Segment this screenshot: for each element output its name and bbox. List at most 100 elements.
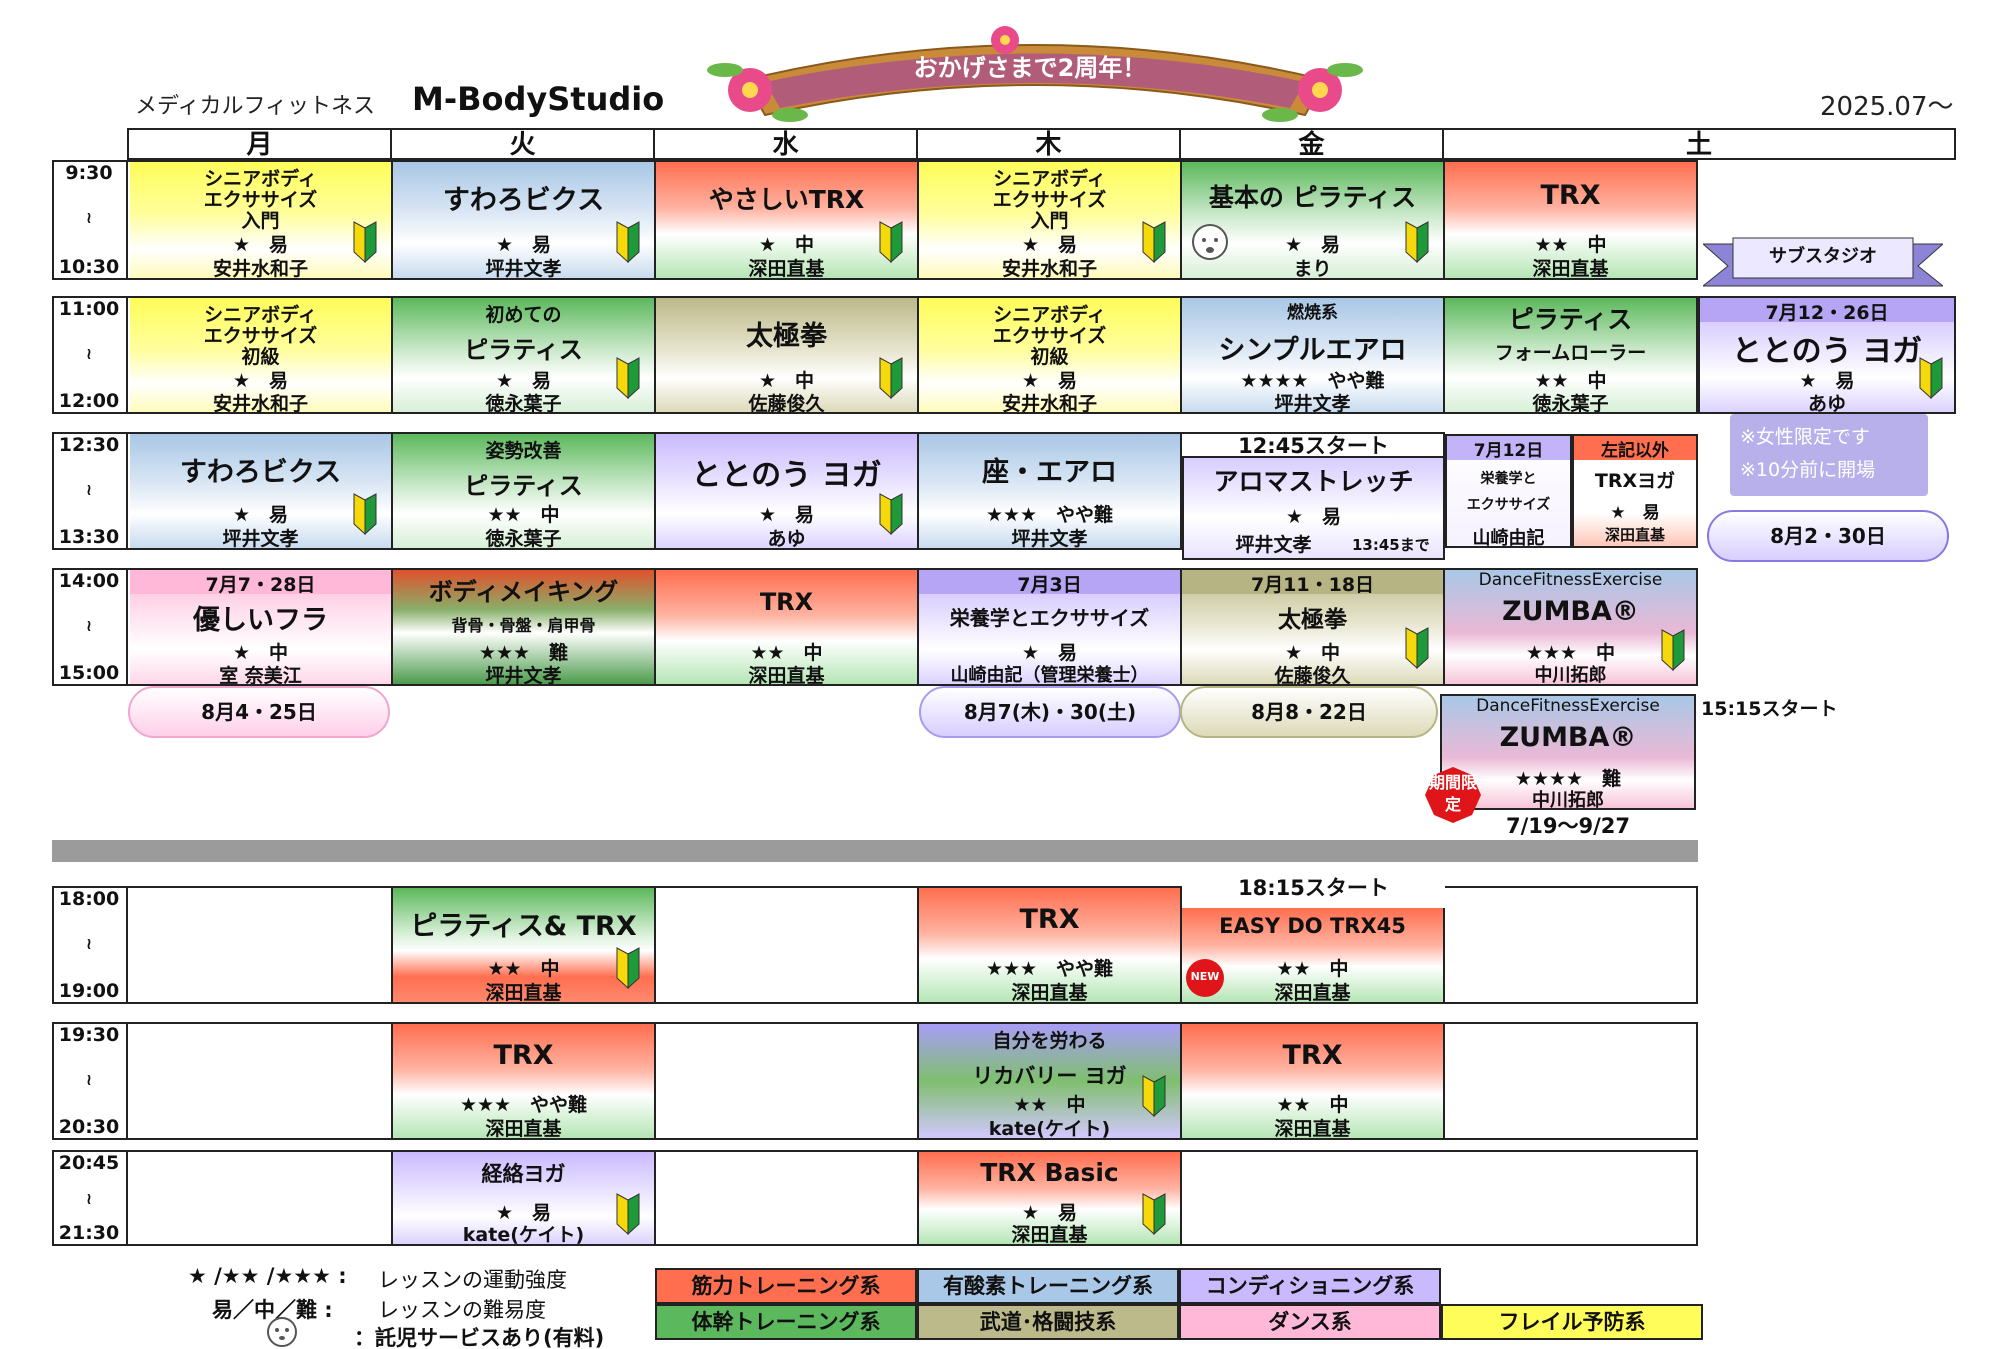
childcare-icon xyxy=(267,1317,297,1347)
lesson-card[interactable]: TRX ★★ 中深田直基 xyxy=(1445,162,1698,278)
studio-subtitle: メディカルフィットネス xyxy=(135,94,376,119)
substudio-note: ※女性限定です ※10分前に開場 xyxy=(1730,414,1928,496)
timeslot-row xyxy=(52,1022,1698,1140)
lesson-card[interactable]: 7月7・28日 優しいフラ ★ 中室 奈美江 xyxy=(130,570,393,684)
limited-badge-text: 期間限定 xyxy=(1428,773,1477,814)
start-time-note: 18:15スタート xyxy=(1182,872,1445,902)
substudio-ribbon xyxy=(1703,237,1943,287)
lesson-card[interactable]: ピラティス& TRX ★★ 中深田直基 xyxy=(393,888,656,1002)
lesson-card[interactable]: すわろビクス ★ 易坪井文孝 xyxy=(393,162,656,278)
time-label: 12:30≀13:30 xyxy=(52,434,128,548)
lesson-card[interactable]: TRX Basic ★ 易深田直基 xyxy=(919,1152,1182,1244)
legend-core: 体幹トレーニング系 xyxy=(655,1304,917,1340)
date-pill: 8月8・22日 xyxy=(1180,686,1438,738)
beginner-icon xyxy=(1919,357,1943,400)
lesson-card[interactable]: 初めてのピラティス ★ 易徳永葉子 xyxy=(393,298,656,412)
empty-cell xyxy=(656,888,919,1002)
legend-stars-key: ★ /★★ /★★★ : xyxy=(188,1264,347,1288)
anniversary-banner xyxy=(707,26,1363,122)
lesson-card[interactable]: アロマストレッチ ★ 易 坪井文孝 13:45まで xyxy=(1182,456,1445,560)
lesson-card[interactable]: やさしいTRX ★ 中深田直基 xyxy=(656,162,919,278)
lesson-card[interactable]: すわろビクス ★ 易坪井文孝 xyxy=(130,434,393,548)
beginner-icon xyxy=(1405,627,1429,670)
lesson-card-substudio[interactable]: 7月12・26日 ととのう ヨガ ★ 易あゆ xyxy=(1698,296,1956,414)
empty-cell xyxy=(130,1152,393,1244)
date-pill: 8月4・25日 xyxy=(128,686,390,738)
legend-difficulty-desc: レッスンの難易度 xyxy=(378,1298,546,1322)
time-label: 18:00≀19:00 xyxy=(52,888,128,1002)
beginner-icon xyxy=(1661,629,1685,672)
legend-childcare: ：託児サービスあり(有料) xyxy=(354,1326,605,1349)
lesson-card-limited[interactable]: DanceFitnessExercise ZUMBA® ★★★★ 難中川拓郎 xyxy=(1440,694,1696,810)
lesson-card[interactable]: EASY DO TRX45 ★★ 中深田直基 NEW xyxy=(1182,908,1445,1002)
beginner-icon xyxy=(1405,221,1429,264)
beginner-icon xyxy=(616,357,640,400)
lesson-card[interactable]: DanceFitnessExercise ZUMBA® ★★★ 中中川拓郎 xyxy=(1445,570,1698,684)
lesson-card[interactable]: 7月3日 栄養学とエクササイズ ★ 易山崎由記（管理栄養士） xyxy=(919,570,1182,684)
legend-martial-arts: 武道･格闘技系 xyxy=(917,1304,1179,1340)
beginner-icon xyxy=(879,357,903,400)
day-fri: 金 xyxy=(1181,130,1444,160)
schedule-date: 2025.07～ xyxy=(1820,92,1954,122)
beginner-icon xyxy=(879,493,903,536)
childcare-icon xyxy=(1192,224,1228,260)
beginner-icon xyxy=(1142,1193,1166,1236)
time-label: 14:00≀15:00 xyxy=(52,570,128,684)
legend-frail: フレイル予防系 xyxy=(1441,1304,1703,1340)
legend-dance: ダンス系 xyxy=(1179,1304,1441,1340)
legend-conditioning: コンディショニング系 xyxy=(1179,1268,1441,1304)
new-badge-icon xyxy=(1186,959,1224,997)
beginner-icon xyxy=(879,221,903,264)
lesson-card[interactable]: TRX ★★★ やや難深田直基 xyxy=(919,888,1182,1002)
substudio-label: サブスタジオ xyxy=(1769,246,1877,267)
time-label: 20:45≀21:30 xyxy=(52,1152,128,1244)
beginner-icon xyxy=(353,493,377,536)
date-pill: 8月2・30日 xyxy=(1707,510,1949,562)
weekday-header: 月 火 水 木 金 土 xyxy=(127,128,1956,160)
lesson-card[interactable]: TRX ★★★ やや難深田直基 xyxy=(393,1024,656,1138)
start-time-note: 15:15スタート xyxy=(1701,698,1838,720)
day-sat: 土 xyxy=(1685,130,1712,160)
empty-cell xyxy=(656,1024,919,1138)
lesson-card[interactable]: 基本の ピラティス ★ 易まり xyxy=(1182,162,1445,278)
lesson-card[interactable]: シニアボディエクササイズ初級 ★ 易安井水和子 xyxy=(919,298,1182,412)
time-label: 9:30≀10:30 xyxy=(52,162,128,278)
banner-text: おかげさまで2周年！ xyxy=(913,54,1147,82)
beginner-icon xyxy=(616,221,640,264)
day-thu: 木 xyxy=(918,130,1181,160)
studio-title: M-BodyStudio xyxy=(412,80,665,118)
timeslot-row xyxy=(52,1150,1698,1246)
legend-aerobic: 有酸素トレーニング系 xyxy=(917,1268,1179,1304)
lesson-card[interactable]: シニアボディエクササイズ入門 ★ 易安井水和子 xyxy=(919,162,1182,278)
lesson-card[interactable]: TRX ★★ 中深田直基 xyxy=(656,570,919,684)
lesson-card[interactable]: 7月11・18日 太極拳 ★ 中佐藤俊久 xyxy=(1182,570,1445,684)
empty-cell xyxy=(1445,1024,1698,1138)
lesson-card[interactable]: 左記以外 TRXヨガ ★ 易 深田直基 xyxy=(1572,434,1698,548)
lesson-card[interactable]: 太極拳 ★ 中佐藤俊久 xyxy=(656,298,919,412)
period-range: 7/19～9/27 xyxy=(1505,814,1630,838)
beginner-icon xyxy=(616,1193,640,1236)
start-time-note: 12:45スタート xyxy=(1238,434,1389,458)
lesson-card[interactable]: TRX ★★ 中深田直基 xyxy=(1182,1024,1445,1138)
lesson-card[interactable]: 姿勢改善ピラティス ★★ 中徳永葉子 xyxy=(393,434,656,548)
lesson-card[interactable]: 座・エアロ ★★★ やや難坪井文孝 xyxy=(919,434,1182,548)
lesson-card[interactable]: ボディメイキング背骨・骨盤・肩甲骨 ★★★ 難坪井文孝 xyxy=(393,570,656,684)
empty-cell xyxy=(1445,888,1698,1002)
empty-cell xyxy=(130,888,393,1002)
timeslot-row xyxy=(52,886,1698,1004)
empty-cell xyxy=(1182,1152,1698,1244)
lesson-card[interactable]: ピラティスフォームローラー ★★ 中徳永葉子 xyxy=(1445,298,1698,412)
lesson-card[interactable]: シニアボディエクササイズ入門 ★ 易安井水和子 xyxy=(130,162,393,278)
beginner-icon xyxy=(616,947,640,990)
day-tue: 火 xyxy=(392,130,655,160)
legend-strength: 筋力トレーニング系 xyxy=(655,1268,917,1304)
limited-badge-icon xyxy=(1425,767,1481,823)
lesson-card[interactable]: ととのう ヨガ ★ 易あゆ xyxy=(656,434,919,548)
beginner-icon xyxy=(353,221,377,264)
legend-difficulty-key: 易／中／難 : xyxy=(212,1298,333,1322)
lesson-card[interactable]: シニアボディエクササイズ初級 ★ 易安井水和子 xyxy=(130,298,393,412)
lesson-card[interactable]: 燃焼系シンプルエアロ ★★★★ やや難坪井文孝 xyxy=(1182,298,1445,412)
lesson-card[interactable]: 7月12日 栄養学とエクササイズ 山崎由記 xyxy=(1445,434,1572,548)
